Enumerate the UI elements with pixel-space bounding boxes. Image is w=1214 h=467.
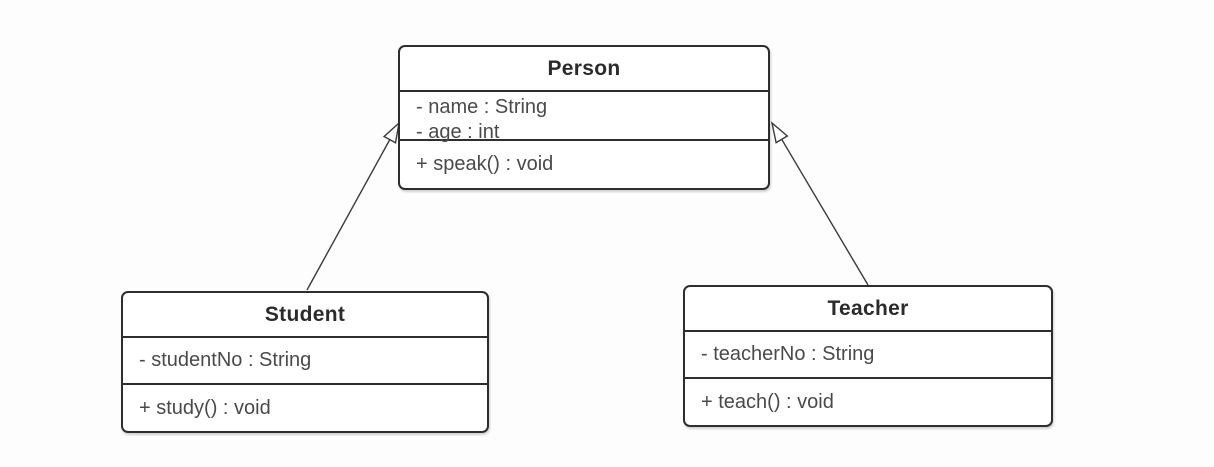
inheritance-arrow-student-to-person: [306, 121, 401, 291]
attributes-compartment-person: - name : String - age : int: [400, 92, 768, 143]
attributes-compartment-student: - studentNo : String: [123, 338, 487, 385]
method-study: + study() : void: [139, 396, 271, 419]
inheritance-arrow-teacher-to-person: [770, 121, 869, 286]
methods-compartment-person: + speak() : void: [400, 141, 768, 188]
class-box-teacher: Teacher - teacherNo : String + teach() :…: [683, 285, 1053, 427]
method-speak: + speak() : void: [416, 153, 554, 175]
attribute-teacher-no: - teacherNo : String: [701, 343, 875, 365]
attribute-student-no: - studentNo : String: [139, 349, 312, 371]
methods-compartment-student: + study() : void: [123, 385, 487, 431]
attribute-name: - name : String: [416, 96, 548, 118]
attributes-compartment-teacher: - teacherNo : String: [685, 332, 1051, 379]
hollow-triangle-arrowhead: [770, 121, 789, 144]
method-teach: + teach() : void: [701, 390, 834, 413]
class-box-person: Person - name : String - age : int + spe…: [398, 45, 770, 190]
class-box-student: Student - studentNo : String + study() :…: [121, 291, 489, 433]
hollow-triangle-arrowhead: [382, 121, 401, 144]
class-name-teacher: Teacher: [685, 287, 1051, 332]
class-name-person: Person: [400, 47, 768, 92]
methods-compartment-teacher: + teach() : void: [685, 379, 1051, 425]
attribute-age: - age : int: [416, 121, 500, 143]
class-name-student: Student: [123, 293, 487, 338]
